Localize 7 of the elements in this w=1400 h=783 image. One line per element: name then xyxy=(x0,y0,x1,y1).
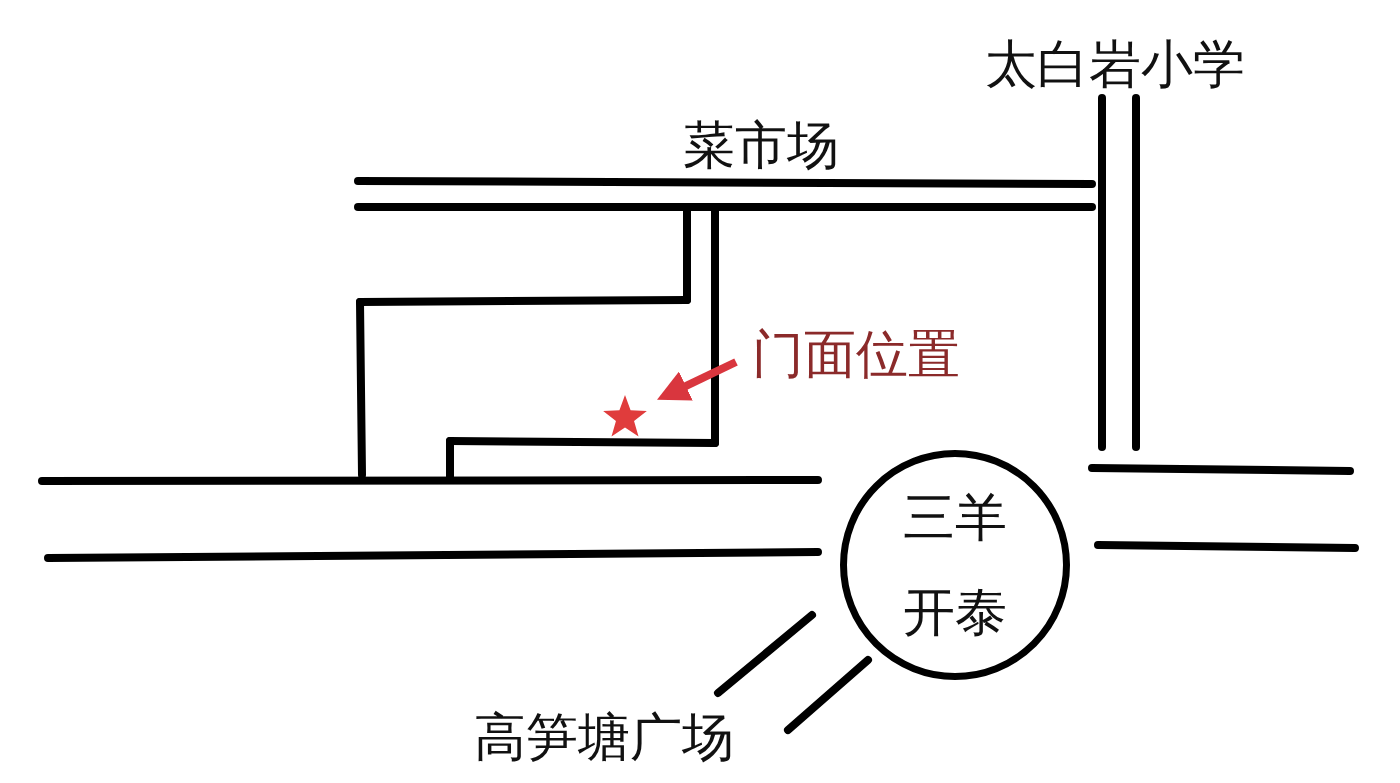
place-label: 太白岩小学 xyxy=(985,34,1245,94)
roundabout-circle: 三羊开泰 xyxy=(840,450,1070,680)
location-label: 门面位置 xyxy=(752,322,977,386)
star-icon xyxy=(602,394,648,440)
place-label: 高笋塘广场 xyxy=(474,707,734,767)
place-label: 菜市场 xyxy=(683,115,839,175)
arrow xyxy=(657,358,738,401)
